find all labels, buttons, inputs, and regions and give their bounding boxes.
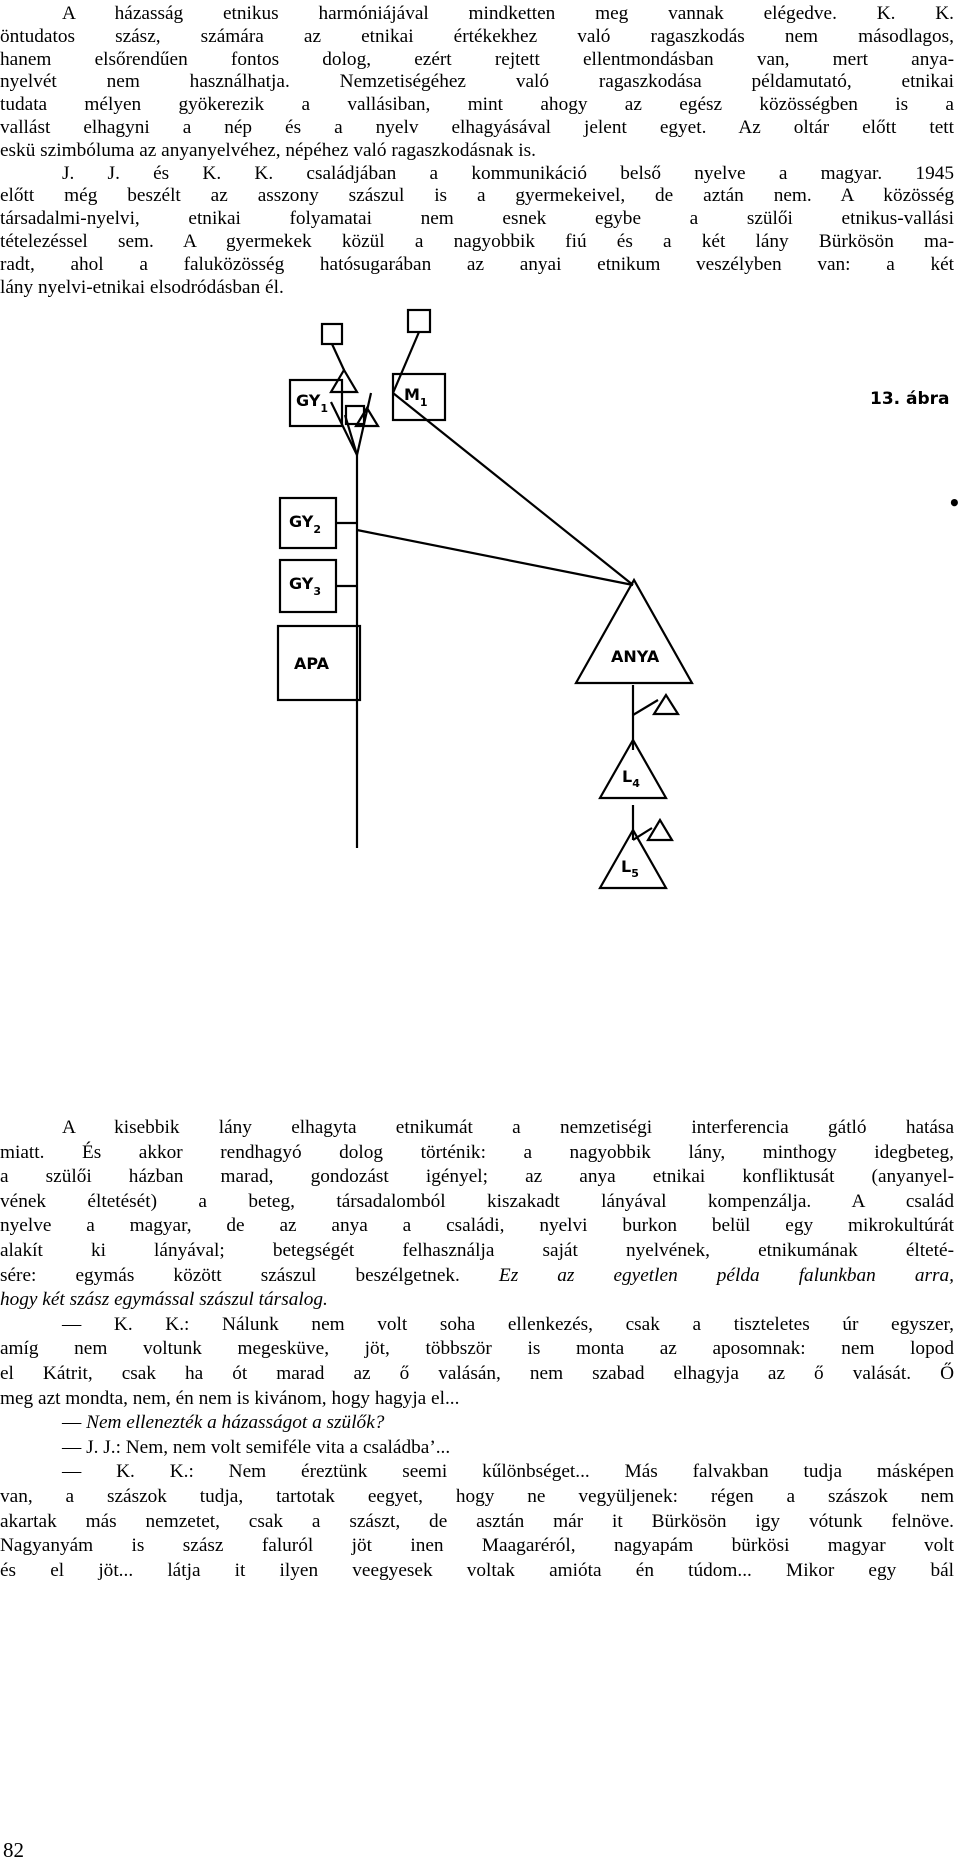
text-line: — Nem ellenezték a házasságot a szülők? [62, 1413, 954, 1432]
italic-text-run: hogy két szász egymással szászul társalo… [0, 1289, 328, 1311]
node-m1-label: M1 [404, 385, 428, 409]
text-line: el Kátrit, csak ha ót marad az ő valásán… [0, 1363, 954, 1384]
node-anya [574, 577, 694, 685]
text-line: meg azt mondta, nem, én nem is kivánom, … [0, 1387, 460, 1409]
text-line: vallást elhagyni a nép és a nyelv elhagy… [0, 117, 954, 138]
text-line: eskü szimbóluma az anyanyelvéhez, népéhe… [0, 139, 536, 161]
text-line: alakít ki lányával; betegségét felhaszná… [0, 1240, 954, 1261]
italic-text-run: Ez az egyetlen példa falunkban arra, [498, 1264, 954, 1286]
text-line: előtt még beszélt az asszony szászul is … [0, 185, 954, 207]
text-line: hanem elsőrendűen fontos dolog, ezért re… [0, 48, 954, 70]
text-line: van, a szászok tudja, tartotak eegyet, h… [0, 1486, 954, 1507]
text-line: és el jöt... látja it ilyen veegyesek vo… [0, 1559, 954, 1581]
text-line: — J. J.: Nem, nem volt semiféle vita a c… [62, 1436, 451, 1458]
text-line: lány nyelvi-etnikai elsodródásban él. [0, 276, 284, 298]
small-square-node [406, 308, 432, 334]
node-l5 [598, 827, 668, 890]
text-line: nyelvét nem használhatja. Nemzetiségéhez… [0, 71, 954, 93]
node-l5-label: L5 [621, 857, 639, 880]
text-line: — K. K.: Nem éreztünk seemi kűlönbséget.… [62, 1461, 954, 1483]
node-gy2-label: GY2 [289, 512, 321, 536]
text-line: miatt. És akkor rendhagyó dolog történik… [0, 1141, 954, 1163]
node-apa-label: APA [294, 654, 330, 673]
text-run: — [62, 1412, 87, 1434]
text-line: öntudatos szász, számára az etnikai érté… [0, 25, 954, 47]
node-gy3-label: GY3 [289, 574, 321, 598]
node-l4 [598, 737, 668, 800]
text-line: Nagyanyám is szász faluról jöt inen Maag… [0, 1535, 954, 1557]
text-run: sére: egymás között szászul beszélgetnek… [0, 1264, 499, 1286]
text-line: A házasság etnikus harmóniájával mindket… [62, 3, 954, 24]
stray-mark: • [948, 491, 960, 515]
text-line: nyelve a magyar, de az anya a családi, n… [0, 1215, 954, 1237]
node-gy1-label: GY1 [296, 391, 328, 415]
text-line: tudata mélyen gyökerezik a vallásiban, m… [0, 94, 954, 116]
page-number: 82 [3, 1838, 24, 1862]
small-triangle-node [652, 692, 680, 716]
text-line: radt, ahol a faluközösség hatósugarában … [0, 253, 954, 275]
text-line: társadalmi-nyelvi, etnikai folyamatai ne… [0, 208, 954, 230]
small-square-node [344, 404, 366, 426]
text-line: vének éltetését) a beteg, társadalomból … [0, 1190, 954, 1212]
kinship-diagram: 13. ábra • [276, 308, 960, 890]
text-line: amíg nem voltunk megesküve, jöt, többszö… [0, 1338, 954, 1360]
italic-text-run: Nem ellenezték a házasságot a szülők? [86, 1412, 385, 1434]
node-l4-label: L4 [622, 767, 640, 790]
text-line: sére: egymás között szászul beszélgetnek… [0, 1264, 954, 1286]
connector-lines [330, 392, 659, 848]
figure-title: 13. ábra [870, 389, 950, 409]
node-m1 [391, 372, 447, 422]
figure-13-diagram: 13. ábra • [0, 300, 960, 1140]
node-apa [276, 624, 362, 702]
text-line: hogy két szász egymással szászul társalo… [0, 1290, 954, 1309]
text-line: J. J. és K. K. családjában a kommunikáci… [62, 162, 954, 184]
text-line: akartak más nemzetet, csak a szászt, de … [0, 1510, 954, 1532]
text-line: — K. K.: Nálunk nem volt soha ellenkezés… [62, 1313, 954, 1335]
small-square-node [320, 322, 344, 346]
small-triangle-node [646, 817, 674, 842]
small-triangle-node [329, 367, 359, 394]
node-anya-label: ANYA [611, 647, 660, 666]
text-line: A kisebbik lány elhagyta etnikumát a nem… [62, 1117, 954, 1138]
small-triangle-node [354, 405, 380, 428]
text-line: tételezéssel sem. A gyermekek közül a na… [0, 231, 954, 252]
node-gy1 [288, 378, 344, 428]
text-line: a szülői házban marad, gondozást igényel… [0, 1166, 954, 1188]
